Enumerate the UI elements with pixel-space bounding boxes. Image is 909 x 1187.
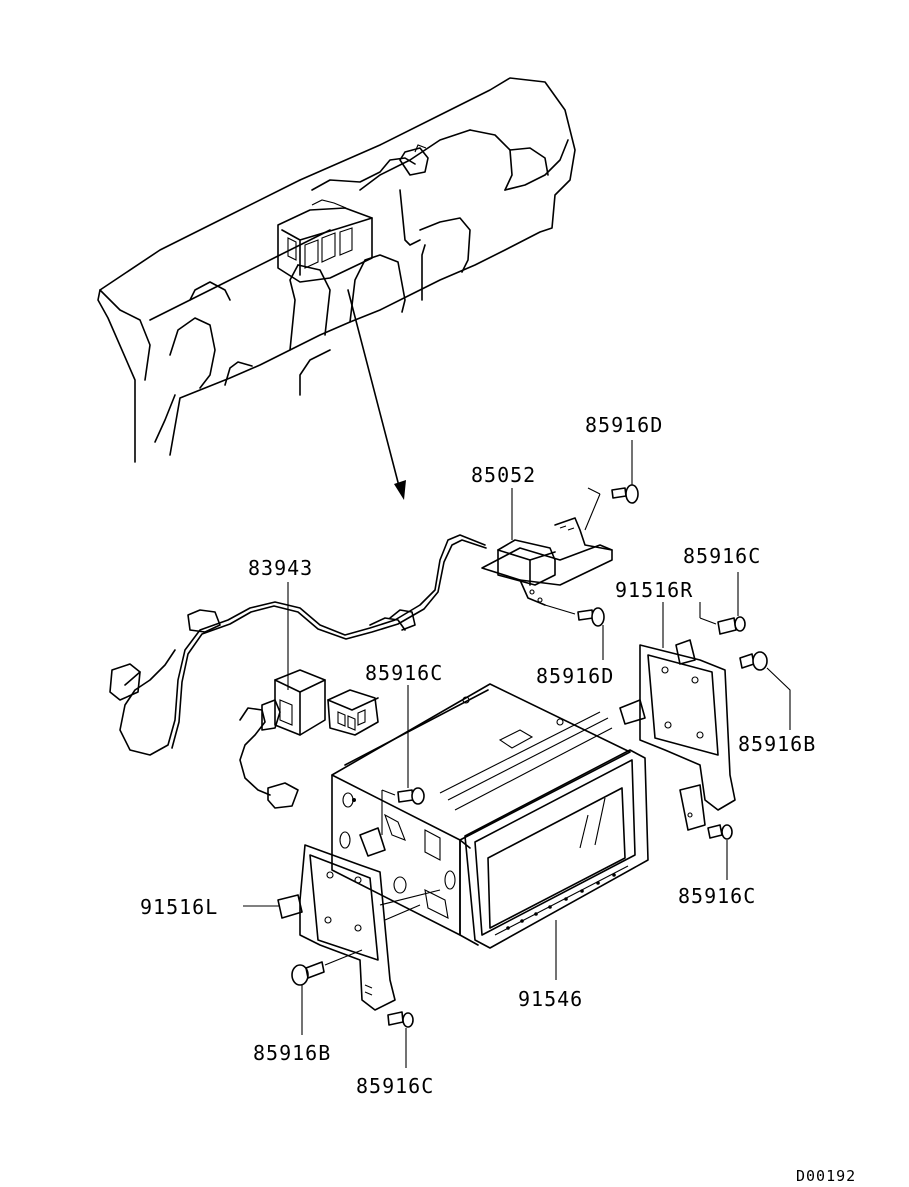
screw-85916C-unit xyxy=(381,685,425,835)
bracket-91516L xyxy=(277,827,421,1011)
label-85916C-unit: 85916C xyxy=(365,661,443,685)
label-91546: 91546 xyxy=(518,987,583,1011)
callouts: 85052 83943 85916D 85916D 85916C 85916C … xyxy=(140,413,856,1185)
label-83943: 83943 xyxy=(248,556,313,580)
drawing-code: D00192 xyxy=(796,1167,856,1185)
screw-85916D-mid xyxy=(544,604,605,660)
leader-lines xyxy=(243,488,717,980)
screw-85916C-left-bottom xyxy=(387,1011,414,1068)
screw-85916B-left xyxy=(291,949,363,1035)
location-arrow xyxy=(347,289,406,500)
label-85916D-top: 85916D xyxy=(585,413,663,437)
label-91516L: 91516L xyxy=(140,895,218,919)
label-85916B-left: 85916B xyxy=(253,1041,331,1065)
label-85916C-left-bottom: 85916C xyxy=(356,1074,434,1098)
dashboard-illustration xyxy=(97,77,576,463)
wiring-harness-83943 xyxy=(109,534,487,809)
label-85916C-right-top: 85916C xyxy=(683,544,761,568)
bracket-91516R xyxy=(619,639,736,831)
label-85916D-mid: 85916D xyxy=(536,664,614,688)
screw-85916D-top xyxy=(611,440,639,504)
label-85916B-right: 85916B xyxy=(738,732,816,756)
label-85916C-right-bottom: 85916C xyxy=(678,884,756,908)
screws xyxy=(291,440,791,1068)
nav-unit-91546 xyxy=(331,683,649,949)
label-91516R: 91516R xyxy=(615,578,693,602)
screw-85916B-right xyxy=(739,651,791,730)
antenna-module-85052 xyxy=(481,487,613,606)
screw-85916C-right-bottom xyxy=(707,824,733,880)
label-85052: 85052 xyxy=(471,463,536,487)
screw-85916C-right-top xyxy=(717,572,746,635)
